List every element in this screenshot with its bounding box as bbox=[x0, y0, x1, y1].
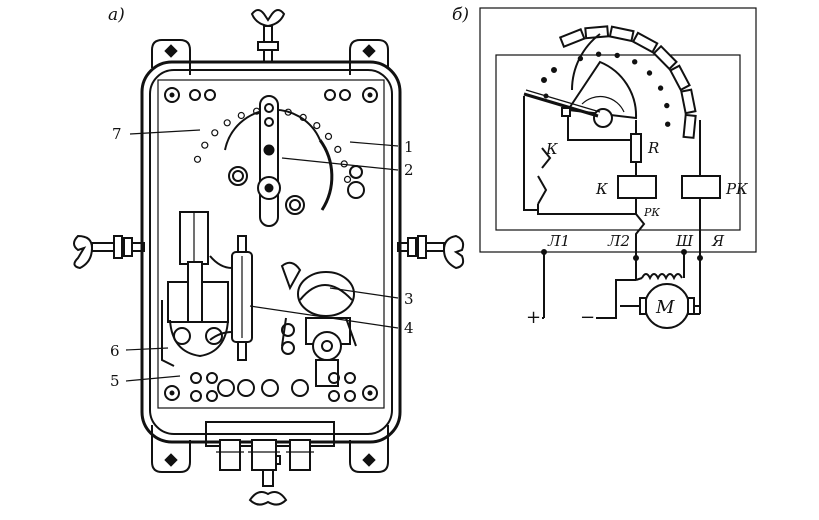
contact-dot bbox=[313, 121, 321, 130]
corner-screws bbox=[164, 87, 378, 401]
external-wiring bbox=[543, 252, 701, 329]
schematic-frame bbox=[479, 7, 757, 253]
terminal-l2: Л2 bbox=[607, 232, 630, 250]
tap-dot bbox=[595, 51, 602, 57]
wing-nut-top bbox=[250, 9, 286, 63]
starting-resistors bbox=[558, 25, 697, 139]
rheostat-arm bbox=[257, 95, 281, 227]
label-rk-contact: РК bbox=[643, 206, 660, 219]
callout-2: 2 bbox=[404, 161, 414, 179]
arc-guide bbox=[318, 139, 334, 211]
motor-label: М bbox=[655, 297, 675, 318]
terminal-row bbox=[190, 372, 356, 402]
screw bbox=[228, 166, 248, 186]
contact-dot bbox=[193, 155, 202, 163]
contact-dot bbox=[223, 119, 231, 127]
label-coil-rk: РК bbox=[725, 180, 748, 198]
contact-dot bbox=[237, 111, 245, 120]
callout-leaders bbox=[125, 129, 399, 382]
schematic-inner-frame bbox=[495, 54, 741, 231]
label-k-contact: К bbox=[545, 140, 558, 158]
minus-sign: − bbox=[580, 307, 595, 328]
panel-b: б) R К РК К РК bbox=[452, 5, 757, 329]
sector-plate bbox=[566, 60, 638, 120]
contact-dot bbox=[201, 141, 209, 149]
resistor-section bbox=[682, 113, 697, 139]
tap-dot bbox=[646, 70, 653, 76]
resistor-section bbox=[608, 25, 635, 43]
tap-dot bbox=[665, 121, 671, 127]
tap-dot bbox=[664, 102, 670, 109]
enclosure-inner bbox=[149, 69, 393, 435]
mounting-plate bbox=[157, 79, 385, 409]
resistor-section bbox=[558, 28, 586, 48]
resistor-section bbox=[631, 31, 659, 54]
mounting-ears bbox=[151, 39, 389, 473]
contact-dot bbox=[324, 132, 333, 140]
terminal-ya: Я bbox=[711, 232, 725, 250]
label-coil-k: К bbox=[595, 180, 608, 198]
callout-4: 4 bbox=[404, 319, 414, 337]
contact-dot bbox=[334, 145, 342, 153]
panel-a-label: а) bbox=[108, 5, 125, 25]
contact-dot bbox=[343, 175, 352, 183]
resistor-r bbox=[630, 133, 642, 163]
panel-a: а) bbox=[73, 5, 465, 506]
contact-arm bbox=[523, 92, 599, 118]
label-r: R bbox=[647, 139, 659, 157]
panel-b-label: б) bbox=[452, 5, 469, 25]
tube-fuse bbox=[209, 235, 253, 361]
terminal-l1: Л1 bbox=[547, 232, 570, 250]
coil-k bbox=[617, 175, 657, 199]
tap-dot bbox=[632, 59, 638, 65]
contactor bbox=[280, 261, 357, 387]
tap-dot bbox=[614, 52, 620, 59]
tap-dot bbox=[657, 85, 664, 91]
resistor-section bbox=[680, 88, 697, 115]
contact-dot bbox=[211, 129, 219, 137]
relay-block bbox=[161, 211, 229, 367]
callout-3: 3 bbox=[404, 290, 414, 308]
resistor-section bbox=[652, 44, 678, 71]
callout-5: 5 bbox=[110, 372, 120, 390]
coil-rk bbox=[681, 175, 721, 199]
plus-sign: + bbox=[526, 307, 541, 328]
wing-nut-left bbox=[73, 234, 145, 270]
arm-pivot bbox=[593, 108, 613, 128]
callout-1: 1 bbox=[404, 138, 414, 156]
field-winding bbox=[641, 273, 683, 281]
wing-nut-right bbox=[397, 234, 465, 270]
cable-glands bbox=[205, 421, 335, 471]
callout-7: 7 bbox=[112, 125, 122, 143]
terminal-sh: Ш bbox=[675, 232, 694, 250]
screw bbox=[285, 195, 305, 215]
resistor-section bbox=[669, 64, 691, 92]
callout-6: 6 bbox=[110, 342, 120, 360]
